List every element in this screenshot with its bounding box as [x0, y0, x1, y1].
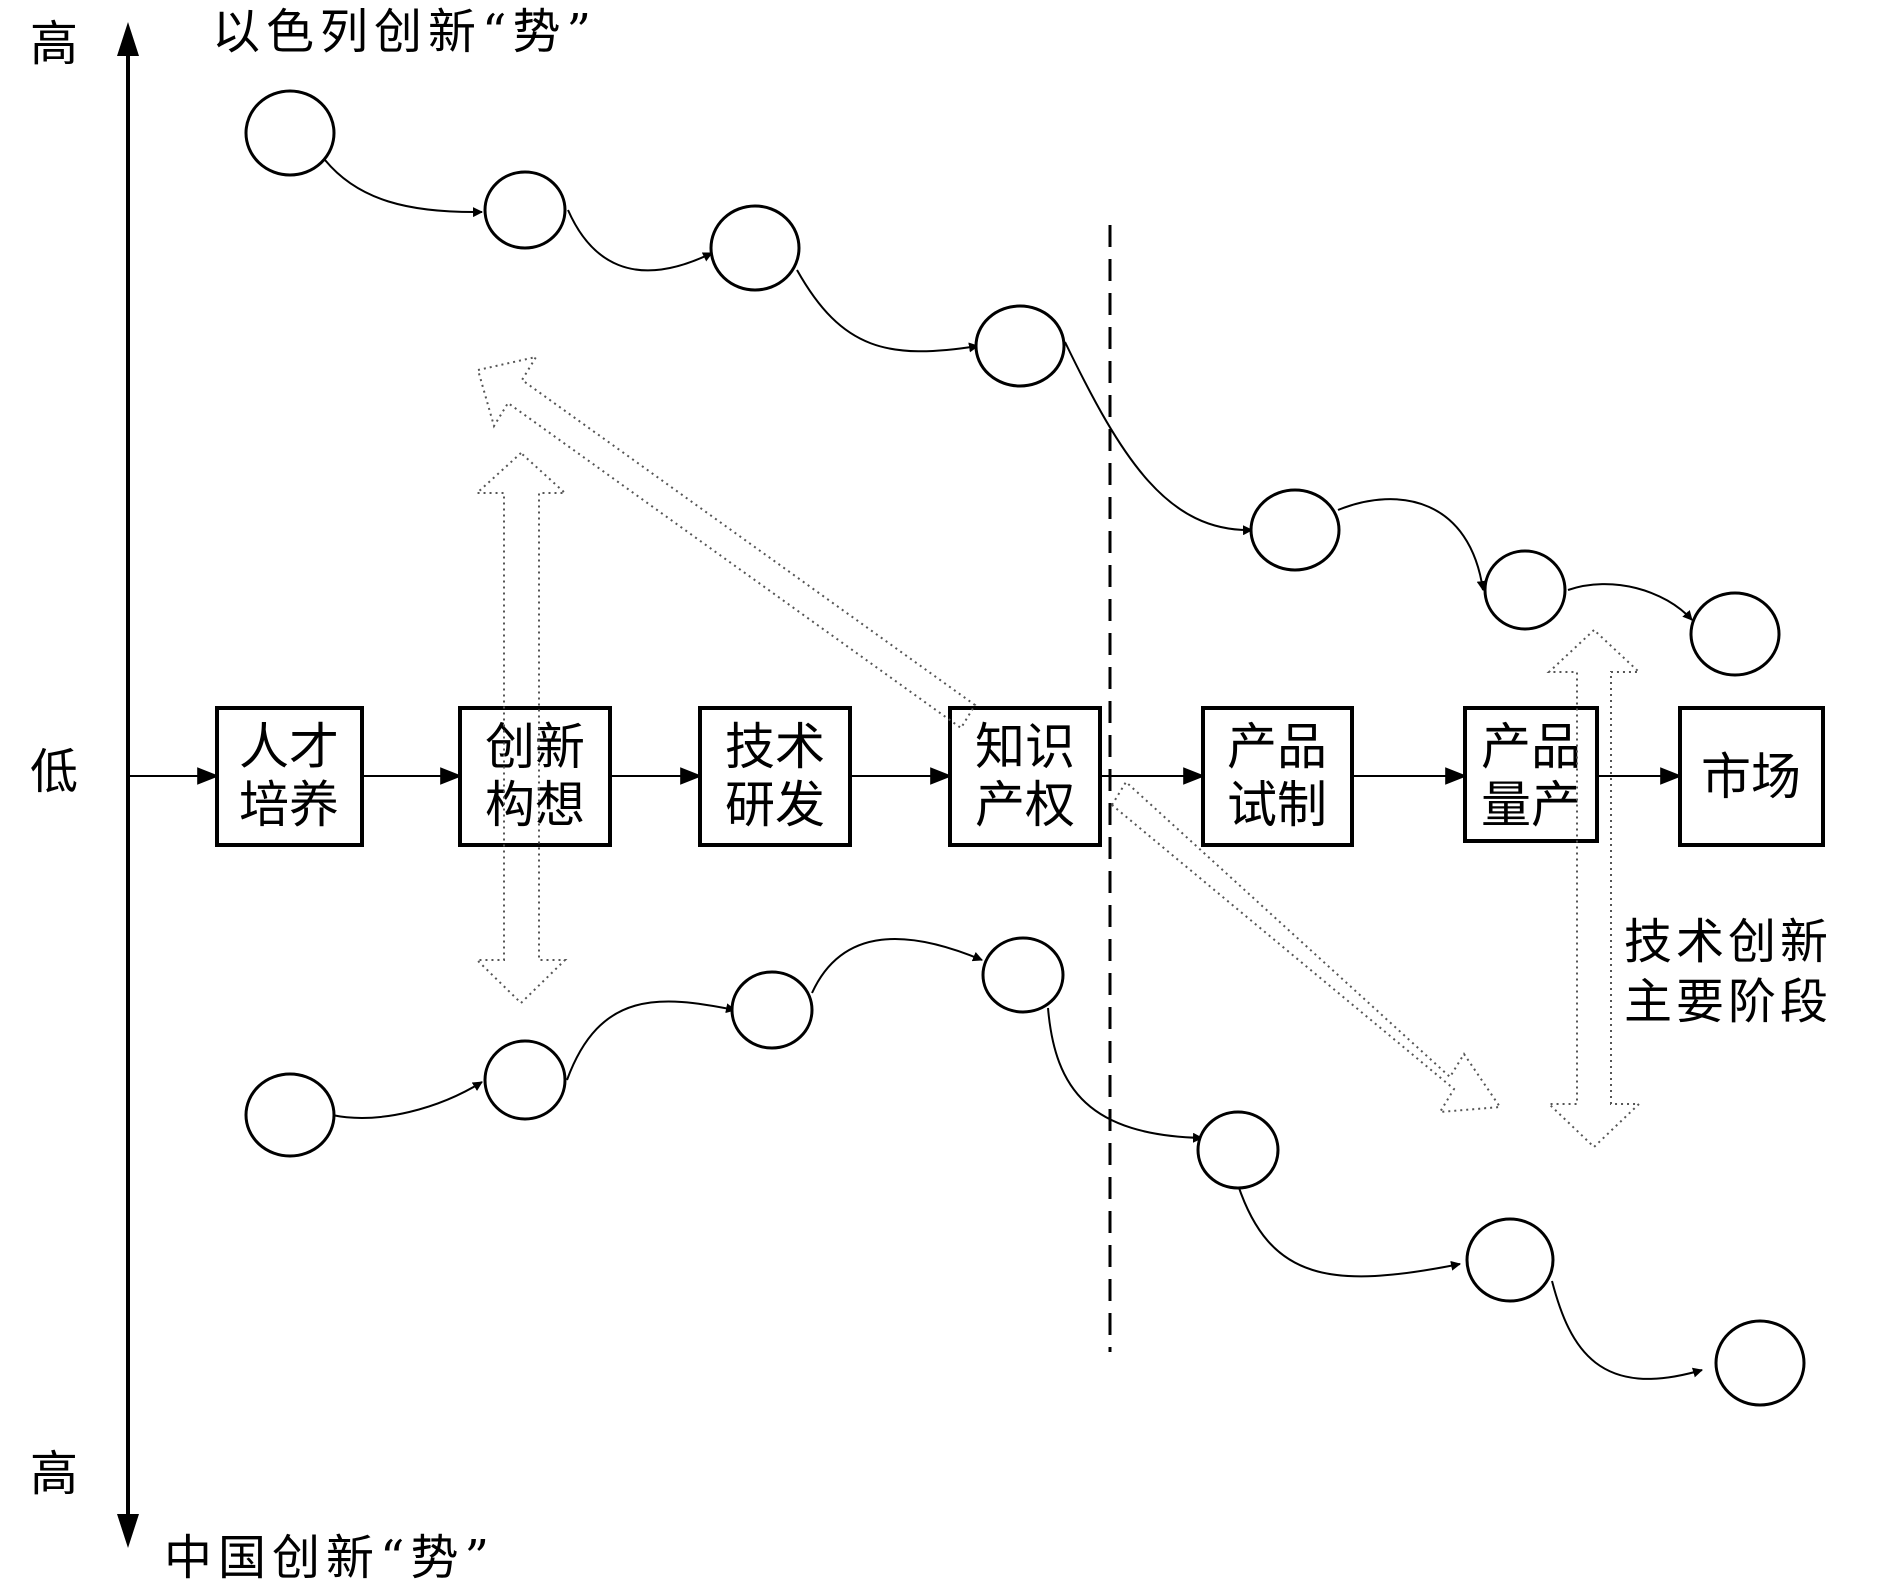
china-potential-curve — [331, 938, 1703, 1380]
stage-label-line1: 人才 — [239, 718, 339, 776]
axis-middle-label: 低 — [30, 744, 78, 800]
china-node — [981, 936, 1065, 1014]
china-title: 中国创新“势” — [164, 1530, 495, 1581]
israel-potential-curve — [324, 159, 1693, 621]
china-node — [483, 1039, 567, 1121]
stage-box-talent: 人才 培养 — [215, 706, 364, 847]
stage-box-ip: 知识 产权 — [948, 706, 1102, 847]
stage-label-line2: 构想 — [485, 776, 585, 834]
china-node — [730, 970, 814, 1050]
china-potential-nodes — [244, 936, 1806, 1407]
israel-node — [974, 304, 1066, 388]
israel-potential-nodes — [244, 89, 1781, 677]
stage-label-line2: 产权 — [975, 776, 1075, 834]
hollow-arrow-diagonal-up — [476, 355, 977, 730]
israel-node — [709, 204, 801, 292]
axis-bottom-label: 高 — [30, 1446, 78, 1502]
annotation-line2: 主要阶段 — [1624, 974, 1832, 1030]
stage-label-line1: 产品 — [1481, 718, 1581, 776]
china-node — [1465, 1217, 1555, 1303]
stage-label-line2: 试制 — [1227, 776, 1327, 834]
israel-node — [483, 170, 567, 250]
stage-label-line1: 产品 — [1227, 718, 1327, 776]
israel-node — [1483, 549, 1567, 631]
stage-box-market: 市场 — [1678, 706, 1825, 847]
china-node — [1714, 1319, 1806, 1407]
stage-label-line1: 创新 — [485, 718, 585, 776]
israel-node — [1689, 591, 1781, 677]
stage-label-line2: 量产 — [1481, 776, 1581, 834]
stage-label-line1: 知识 — [975, 718, 1075, 776]
axis-arrow-down — [117, 1514, 139, 1548]
stage-box-rnd: 技术 研发 — [698, 706, 852, 847]
axis-top-label: 高 — [30, 16, 78, 72]
china-node — [1196, 1110, 1280, 1190]
annotation-line1: 技术创新 — [1624, 914, 1832, 970]
stage-box-concept: 创新 构想 — [458, 706, 612, 847]
stage-label-line1: 技术 — [725, 718, 825, 776]
israel-node — [244, 89, 336, 177]
axis-arrow-up — [117, 22, 139, 56]
stage-label-line2: 培养 — [239, 776, 339, 834]
stage-label-line1: 市场 — [1701, 748, 1801, 806]
stage-box-mass-production: 产品 量产 — [1463, 706, 1599, 843]
stage-box-trial: 产品 试制 — [1201, 706, 1354, 847]
china-node — [244, 1072, 336, 1158]
israel-node — [1249, 488, 1341, 572]
stage-label-line2: 研发 — [725, 776, 825, 834]
israel-title: 以色列创新“势” — [212, 4, 597, 60]
